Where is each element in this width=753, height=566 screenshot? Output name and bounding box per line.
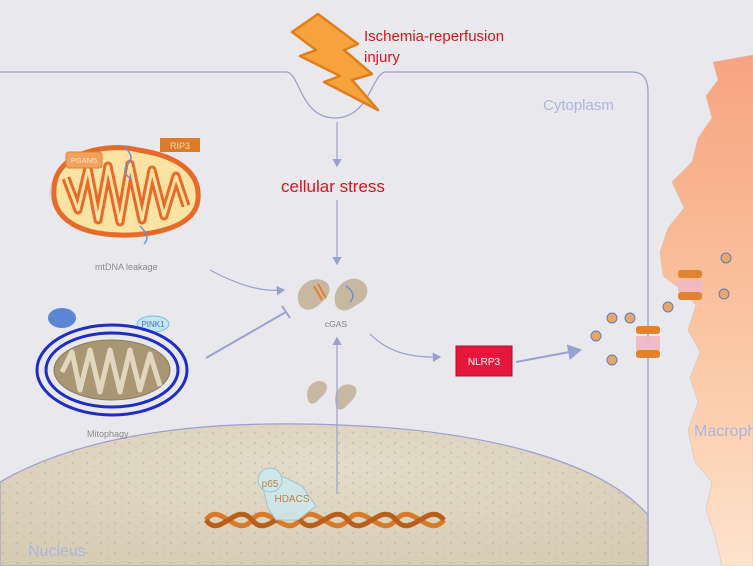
hdacs-label: HDACS	[274, 494, 309, 505]
pgam5-label: PGAM5	[71, 156, 97, 165]
inflammasome-icon	[636, 270, 702, 358]
macrophage-label: Macrophage	[694, 423, 753, 440]
arrow-cgas-to-nlrp3	[370, 334, 440, 357]
arrow-mitophagy-to-cgas	[206, 312, 286, 358]
macrophage-cell	[660, 55, 753, 566]
trigger-line1: Ischemia-reperfusion	[364, 28, 504, 45]
cgas-label: cGAS	[325, 319, 348, 329]
cytoplasm-label: Cytoplasm	[543, 97, 614, 114]
trigger-line2: injury	[364, 49, 400, 66]
mito2-caption: Mitophagy	[87, 429, 129, 439]
cgas-protein-icon	[298, 279, 368, 311]
nucleus-label: Nucleus	[28, 543, 86, 560]
rip3-label: RIP3	[170, 141, 190, 151]
stress-label: cellular stress	[281, 177, 385, 196]
arrow-nlrp3-to-cytokines	[516, 350, 580, 362]
pink1-label: PINK1	[141, 320, 165, 329]
mito1-caption: mtDNA leakage	[95, 262, 158, 272]
cgas-inactive-icon	[307, 381, 356, 410]
p65-label: p65	[262, 479, 279, 490]
arrow-mtdna-to-cgas	[210, 270, 284, 290]
nlrp3-label: NLRP3	[468, 357, 501, 368]
phagophore-shape	[48, 308, 76, 328]
mitophagosome-icon	[37, 325, 187, 415]
